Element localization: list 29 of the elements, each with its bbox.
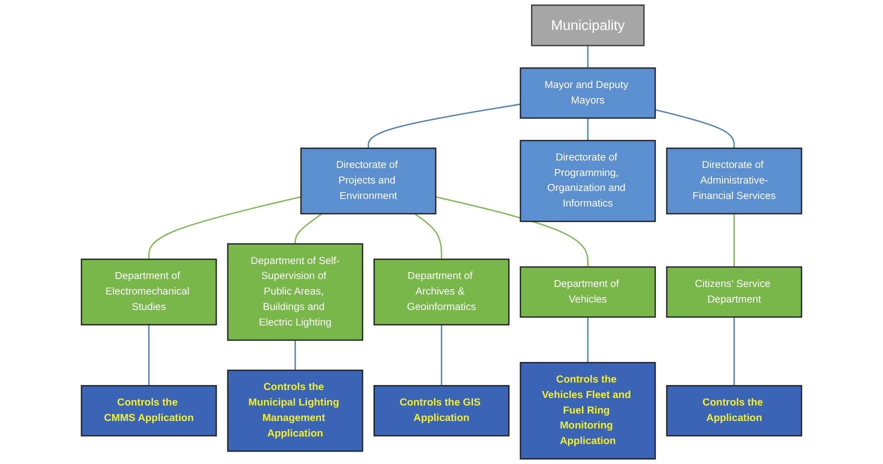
connector: [587, 317, 588, 363]
connector: [148, 196, 302, 260]
node-box: Controls the Application: [666, 385, 802, 436]
node-box: Directorate of Projects and Environment: [300, 148, 436, 214]
connector: [734, 317, 735, 386]
node-box: Directorate of Administrative-Financial Services: [666, 148, 802, 214]
node-box: Department of Self-Supervision of Public Areas, Buildings and Electric Lighting: [227, 243, 364, 341]
node-box: Directorate of Programming, Organization and Informatics: [520, 140, 656, 222]
node-box: Department of Vehicles: [520, 266, 656, 318]
node-box: Controls the CMMS Application: [80, 385, 217, 436]
connector: [587, 46, 588, 68]
connector: [294, 340, 296, 370]
connector: [368, 104, 521, 148]
node-box: Controls the Vehicles Fleet and Fuel Ring Monitoring Application: [520, 362, 656, 460]
node-box: Municipality: [531, 4, 645, 46]
connector: [436, 196, 588, 267]
node-box: Department of Archives & Geoinformatics: [373, 258, 510, 326]
node-box: Controls the GIS Application: [373, 385, 510, 436]
connector: [294, 213, 322, 244]
connector: [734, 214, 735, 267]
connector: [148, 324, 150, 386]
node-box: Controls the Municipal Lighting Management Application: [227, 370, 364, 452]
connector: [440, 324, 442, 386]
node-box: Citizens' Service Department: [666, 266, 802, 318]
connector: [587, 118, 588, 141]
connector: [655, 109, 735, 148]
node-box: Mayor and Deputy Mayors: [520, 67, 656, 119]
connector: [414, 213, 442, 260]
node-box: Department of Electromechanical Studies: [80, 258, 217, 326]
